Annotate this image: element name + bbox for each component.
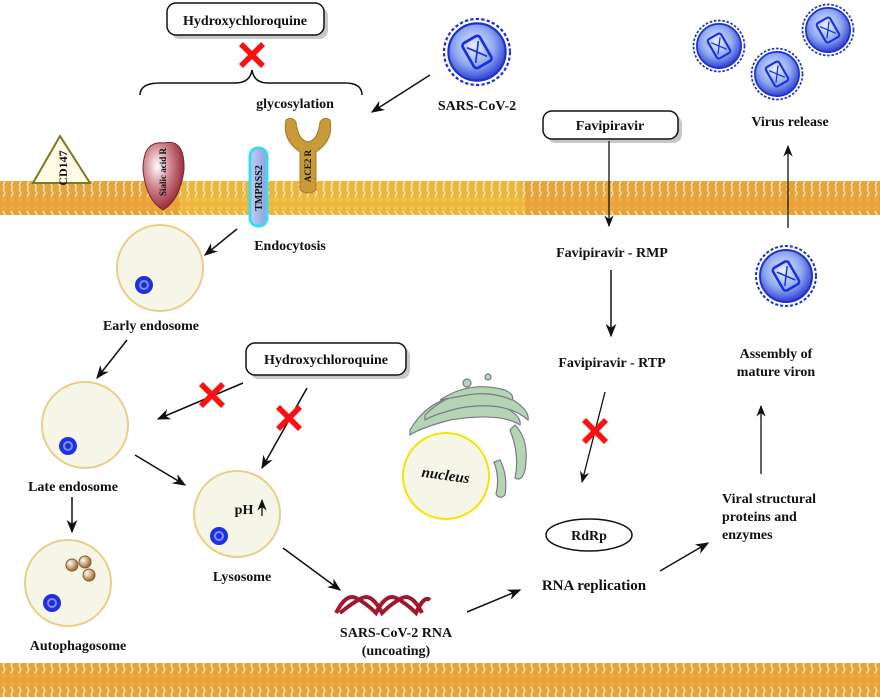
hcq-top-label: Hydroxychloroquine [183,14,307,29]
assembly-line1: Assembly of [740,347,813,362]
sars-cov-2-label: SARS-CoV-2 [438,99,516,114]
ace2-label: ACE2 R [303,149,313,182]
arrow-rtp-to-rdrp [580,391,606,484]
late-endosome-icon [41,381,129,469]
hcq-mid-label: Hydroxychloroquine [264,353,388,368]
favipiravir-label: Favipiravir [576,119,644,134]
released-virus-icon [692,19,746,73]
nucleus-label: nucleus [420,465,470,488]
favipiravir-box: Favipiravir [542,110,682,143]
viral-proteins-line2: proteins and [722,510,797,525]
ph-label: pH [235,503,254,518]
rna-label-line2: (uncoating) [362,644,431,659]
autophagosome-label: Autophagosome [30,639,126,654]
glycosylation-brace [139,69,363,96]
late-endosome-label: Late endosome [28,480,118,495]
released-virus-icon [801,3,855,57]
rdrp-label: RdRp [571,529,607,544]
tmprss2-receptor-icon: TMPRSS2 [248,146,269,228]
rna-helix-icon [334,595,432,617]
nucleus-icon: nucleus [402,432,490,520]
early-endosome-icon [116,224,204,312]
arrow-hcq-to-late-endosome [156,382,244,420]
autophagosome-icon [24,539,112,627]
rna-label-line1: SARS-CoV-2 RNA [340,626,453,641]
arrow-virus-to-receptor [370,74,431,113]
arrow-hcq-to-lysosome [261,387,308,470]
arrow-endocytosis [203,228,238,256]
lysosome-icon: pH [193,470,281,558]
arrow-lysosome-to-rna [282,547,342,591]
fav-rtp-label: Favipiravir - RTP [558,356,666,371]
early-endosome-label: Early endosome [103,319,199,334]
arrow-replication-to-proteins [659,542,710,572]
lysosome-label: Lysosome [213,570,271,585]
viral-proteins-line3: enzymes [722,528,773,543]
block-x-icon [199,382,225,408]
rdrp-ellipse: RdRp [545,518,633,552]
fav-rmp-label: Favipiravir - RMP [556,246,668,261]
tmprss2-label: TMPRSS2 [254,165,265,211]
arrow-early-to-late [96,339,128,380]
sars-cov-2-virus-icon [442,17,512,87]
rna-replication-label: RNA replication [542,578,647,594]
hydroxychloroquine-box-top: Hydroxychloroquine [166,2,328,39]
arrow-rna-to-replication [466,589,522,613]
mature-virion-icon [754,244,818,308]
hydroxychloroquine-box-mid: Hydroxychloroquine [245,342,410,379]
virus-release-label: Virus release [751,115,828,130]
block-x-icon [276,405,302,431]
block-x-icon [582,418,608,444]
cd147-label: CD147 [56,150,70,185]
viral-proteins-line1: Viral structural [722,492,816,507]
golgi-er-icon [409,373,529,498]
sialic-acid-label: Sialic acid R [158,148,168,197]
plasma-membrane-bottom [0,663,880,697]
plasma-membrane-top-light [180,181,525,215]
endocytosis-label: Endocytosis [254,239,326,254]
ace2-receptor-icon: ACE2 R [284,117,332,194]
assembly-line2: mature viron [737,365,816,380]
released-virus-icon [750,47,804,101]
cd147-receptor-icon: CD147 [31,134,92,186]
arrow-late-to-lysosome [134,454,187,486]
block-x-icon [239,42,265,68]
glycosylation-label: glycosylation [256,97,334,112]
sialic-acid-receptor-icon: Sialic acid R [142,141,185,211]
